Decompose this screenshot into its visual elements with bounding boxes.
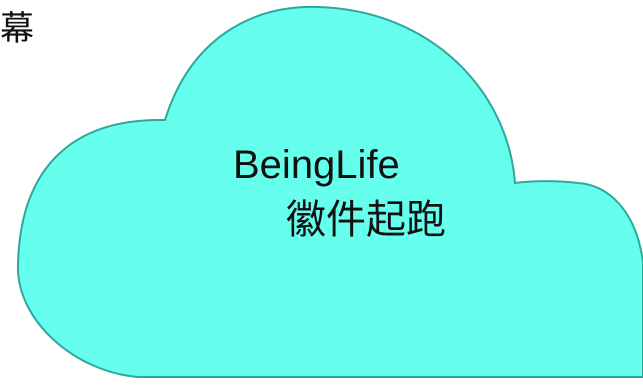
- cloud-subtitle: 徽件起跑: [286, 197, 446, 243]
- corner-label: 幕: [0, 9, 34, 49]
- cloud-shape: [16, 5, 643, 378]
- cloud-title: BeingLife: [233, 143, 400, 187]
